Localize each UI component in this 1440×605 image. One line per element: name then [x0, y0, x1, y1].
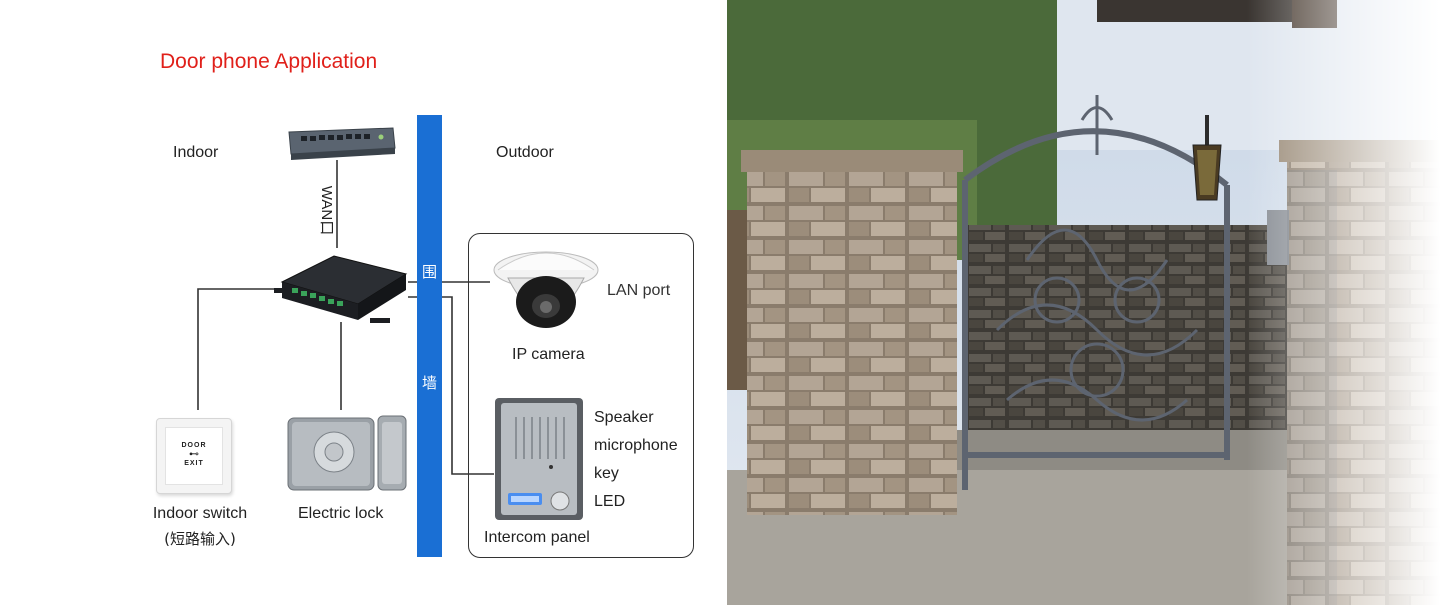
- gate-photo: [727, 0, 1440, 605]
- feature-led: LED: [594, 493, 626, 510]
- electric-lock-label: Electric lock: [298, 505, 384, 522]
- feature-speaker: Speaker: [594, 409, 654, 426]
- switch-exit-text: EXIT: [184, 460, 204, 467]
- outdoor-label: Outdoor: [496, 144, 554, 161]
- feature-key: key: [594, 465, 619, 482]
- intercom-panel-icon: [495, 398, 583, 520]
- wall-bar: 围 墙: [417, 115, 442, 557]
- network-switch-icon: [288, 127, 396, 160]
- door-phone-gateway-icon: [274, 255, 408, 323]
- gate-photo-illustration: [727, 0, 1440, 605]
- ip-camera-label: IP camera: [512, 346, 585, 363]
- indoor-switch-label: Indoor switch: [152, 505, 248, 522]
- outdoor-device-box: [468, 233, 694, 558]
- ip-camera-icon: [493, 251, 599, 328]
- feature-microphone: microphone: [594, 437, 678, 454]
- electric-lock-icon: [287, 415, 407, 491]
- indoor-label: Indoor: [173, 144, 219, 161]
- wan-port-label: WAN口: [318, 185, 336, 236]
- indoor-switch-icon: DOOR ⊷ EXIT: [156, 418, 232, 494]
- lan-port-label: LAN port: [607, 282, 671, 299]
- wall-char-2: 墙: [421, 374, 437, 392]
- wall-char-1: 围: [421, 263, 437, 281]
- diagram-title: Door phone Application: [160, 50, 378, 73]
- lantern-icon: [1192, 115, 1222, 201]
- switch-face: DOOR ⊷ EXIT: [165, 427, 223, 485]
- key-icon: ⊷: [189, 449, 199, 460]
- switch-door-text: DOOR: [181, 442, 207, 449]
- intercom-panel-label: Intercom panel: [484, 529, 590, 546]
- indoor-switch-sublabel: (短路输入): [164, 530, 236, 548]
